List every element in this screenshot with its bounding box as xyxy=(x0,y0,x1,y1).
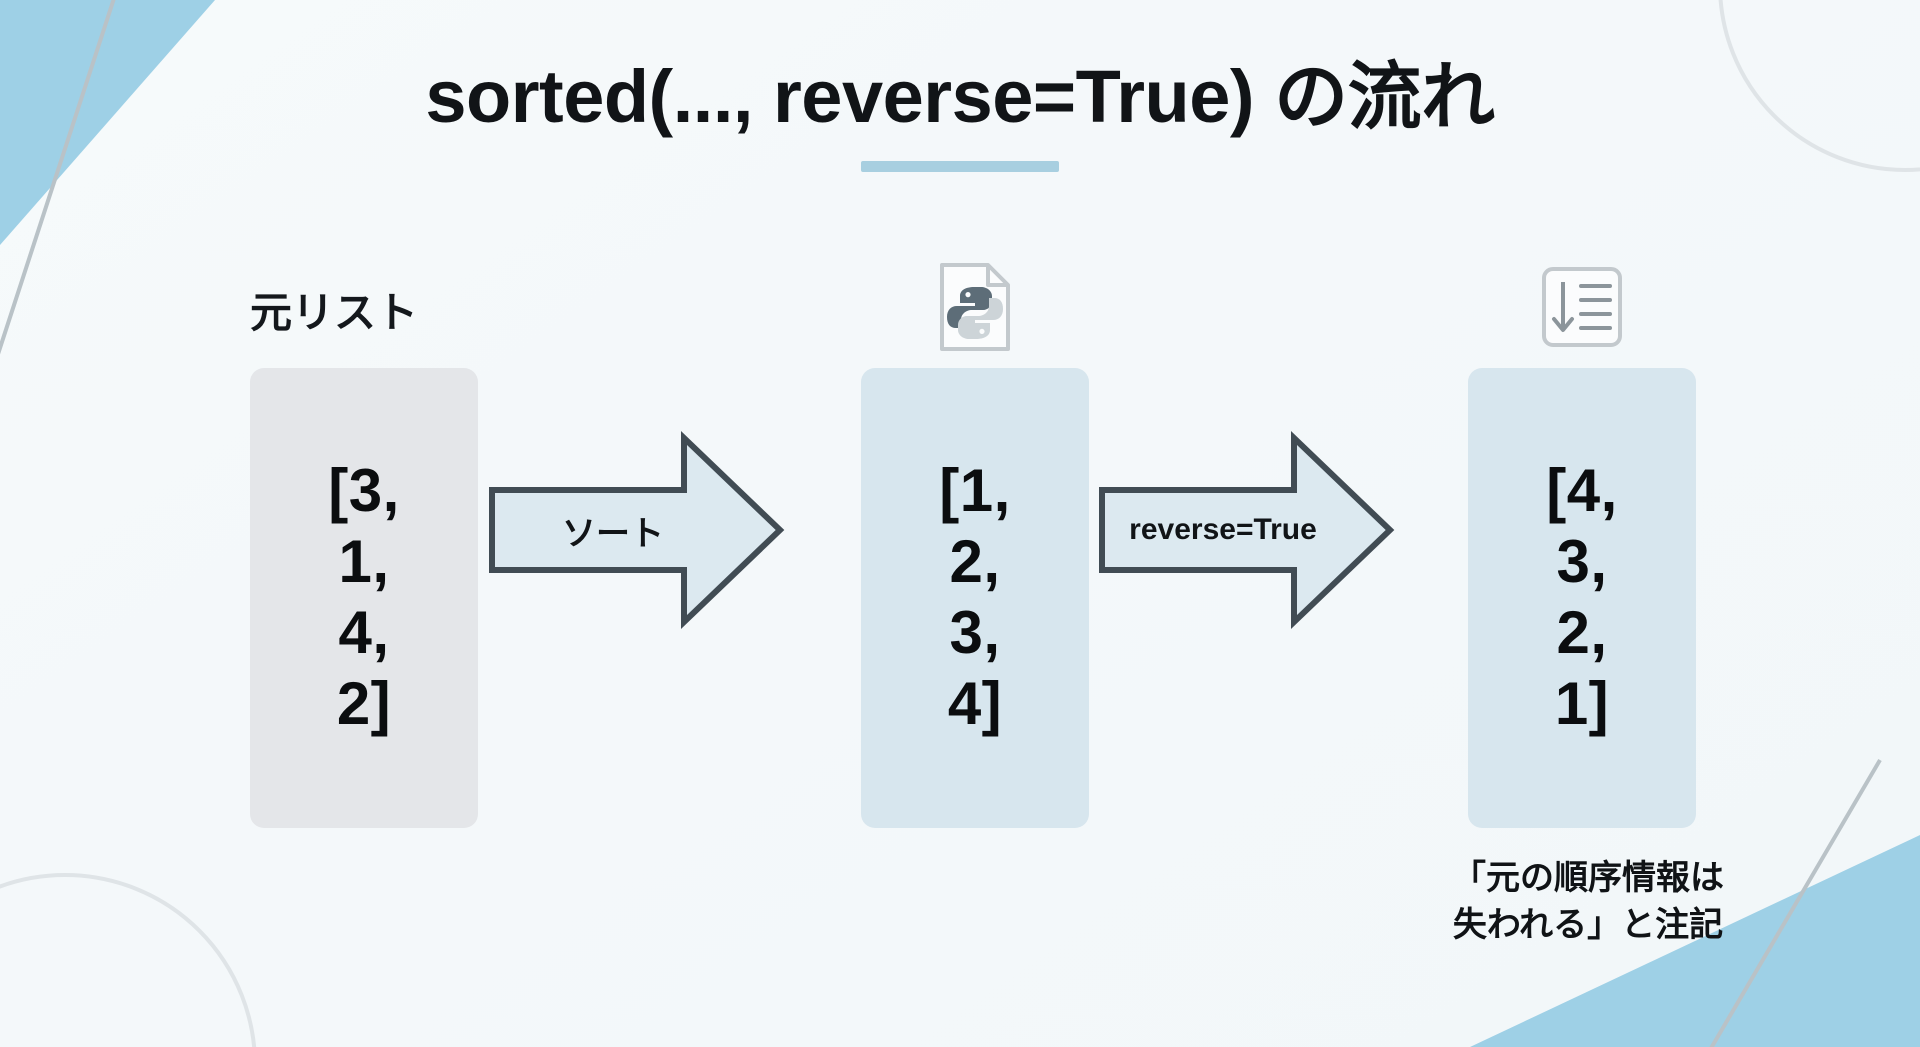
list-line: 1] xyxy=(1554,669,1610,737)
list-line: 3, xyxy=(1556,528,1608,596)
sort-descending-icon xyxy=(1540,265,1624,354)
flow-step-label-1: 元リスト xyxy=(250,288,419,336)
flow-step-original: 元リスト [3, 1, 4, 2] xyxy=(250,250,478,828)
list-card-original: [3, 1, 4, 2] xyxy=(250,368,478,828)
title-accent-rule xyxy=(861,160,1059,172)
list-card-reversed: [4, 3, 2, 1] xyxy=(1468,368,1696,828)
caption-line-2: 失われる」と注記 xyxy=(1452,905,1724,944)
list-line: [4, xyxy=(1546,457,1618,525)
flow-step-header-1: 元リスト xyxy=(250,250,478,368)
caption-line-1: 「元の順序情報は xyxy=(1452,859,1724,897)
list-line: 1, xyxy=(338,528,390,596)
list-line: 2, xyxy=(1556,599,1608,666)
list-line: 3, xyxy=(949,599,1001,666)
circle-outline-bottom-left xyxy=(0,873,257,1047)
flow-step-reversed: [4, 3, 2, 1] xyxy=(1468,250,1696,828)
list-line: 2, xyxy=(949,528,1001,596)
list-line: [3, xyxy=(328,457,400,525)
title-block: sorted(..., reverse=True) の流れ xyxy=(0,55,1920,172)
list-line: 4, xyxy=(338,599,390,666)
flow-diagram: 元リスト [3, 1, 4, 2] ソート xyxy=(0,250,1920,890)
list-line: 2] xyxy=(336,669,392,737)
flow-arrow-sort xyxy=(488,430,788,630)
page-title: sorted(..., reverse=True) の流れ xyxy=(425,55,1495,138)
list-line: [1, xyxy=(939,457,1011,525)
list-card-sorted: [1, 2, 3, 4] xyxy=(861,368,1089,828)
flow-arrow-reverse xyxy=(1098,430,1398,630)
flow-step-sorted: [1, 2, 3, 4] xyxy=(861,250,1089,828)
flow-step-header-3 xyxy=(1468,250,1696,368)
list-line: 4] xyxy=(947,669,1003,737)
python-file-icon xyxy=(936,261,1014,358)
caption-note: 「元の順序情報は 失われる」と注記 xyxy=(1428,855,1748,949)
flow-step-header-2 xyxy=(861,250,1089,368)
